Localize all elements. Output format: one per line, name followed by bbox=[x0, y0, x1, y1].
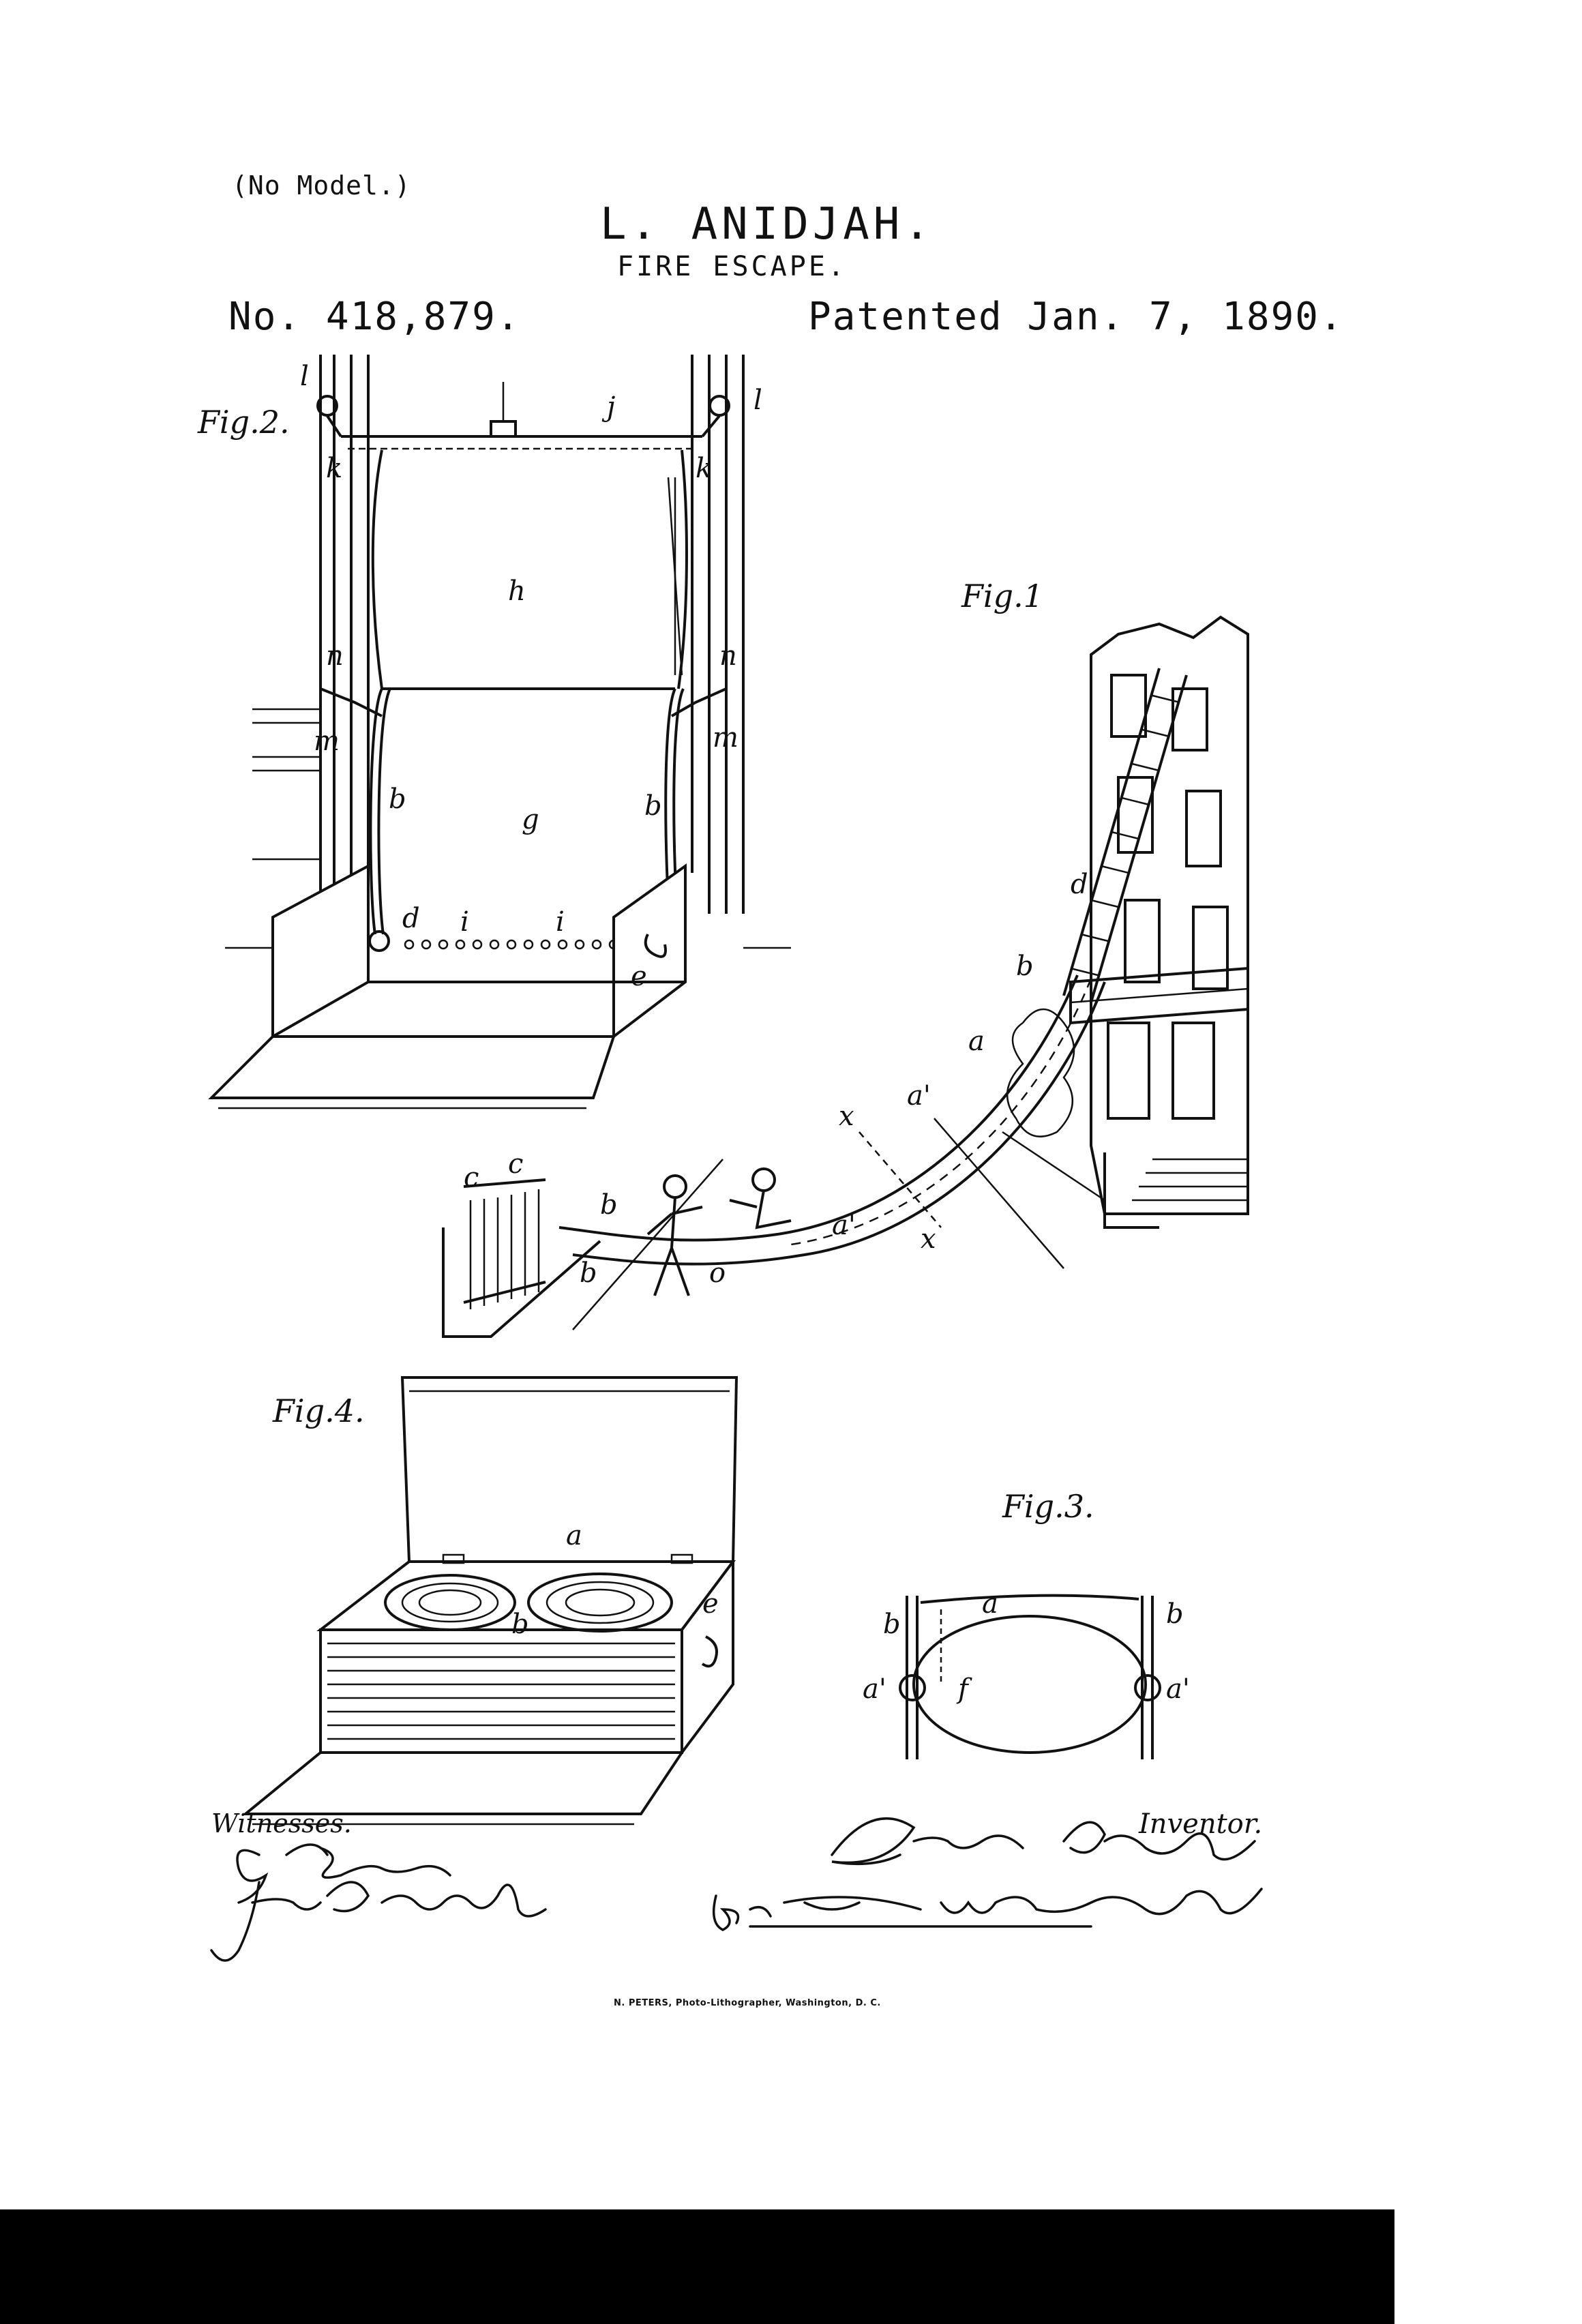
patent-number: No. 418,879. bbox=[228, 295, 521, 339]
printer-line: N. PETERS, Photo-Lithographer, Washingto… bbox=[614, 1998, 881, 2008]
ref-x-2: x bbox=[921, 1223, 936, 1255]
ref-b-left: b bbox=[389, 784, 406, 815]
ref-e-fig4: e bbox=[702, 1588, 719, 1620]
ref-b-fig4: b bbox=[511, 1609, 529, 1640]
fig3-label: Fig.3. bbox=[1002, 1488, 1094, 1525]
ref-o: o bbox=[709, 1257, 726, 1289]
ref-c-2: c bbox=[508, 1148, 523, 1180]
ref-a-prime-fig3-left: a' bbox=[863, 1673, 886, 1705]
ref-k-left: k bbox=[326, 453, 342, 484]
ref-e: e bbox=[631, 961, 647, 992]
figure-3 bbox=[899, 1594, 1161, 1759]
ref-n-right: n bbox=[719, 640, 737, 672]
ref-d: d bbox=[402, 903, 420, 934]
figure-4 bbox=[241, 1376, 738, 1826]
ref-h: h bbox=[508, 576, 526, 607]
ref-g: g bbox=[522, 804, 539, 835]
ref-i-1: i bbox=[460, 906, 469, 938]
patent-title: FIRE ESCAPE. bbox=[617, 251, 847, 282]
ref-j: j bbox=[601, 391, 615, 423]
witness-signature-2 bbox=[210, 1881, 547, 1962]
scan-edge-strip bbox=[1394, 2209, 1582, 2324]
ref-b-fig3-right: b bbox=[1166, 1598, 1184, 1630]
figure-1 bbox=[442, 615, 1249, 1338]
ref-l-right: l bbox=[753, 385, 762, 416]
front-steps bbox=[1132, 1158, 1248, 1202]
ref-a: a bbox=[968, 1026, 985, 1057]
ref-i-2: i bbox=[556, 906, 565, 938]
fig4-label: Fig.4. bbox=[272, 1392, 365, 1429]
inventor-name: L. ANIDJAH. bbox=[600, 199, 934, 250]
ref-a-prime-fig3-right: a' bbox=[1166, 1673, 1190, 1705]
attorney-signature bbox=[712, 1888, 1263, 1931]
ref-k-right: k bbox=[696, 453, 712, 484]
ref-b-3: b bbox=[580, 1257, 597, 1289]
ref-d-prime: d bbox=[1071, 869, 1088, 900]
ref-a-fig4: a bbox=[566, 1520, 582, 1551]
ref-a-prime-2: a' bbox=[832, 1210, 856, 1241]
inventor-label: Inventor. bbox=[1139, 1808, 1263, 1840]
ref-b-right: b bbox=[644, 790, 662, 822]
ref-m-left: m bbox=[314, 726, 340, 757]
ref-b-2: b bbox=[600, 1189, 618, 1221]
ref-c-1: c bbox=[464, 1162, 479, 1193]
ref-m-right: m bbox=[713, 722, 738, 754]
ref-n-left: n bbox=[326, 640, 344, 672]
patent-date: Patented Jan. 7, 1890. bbox=[808, 295, 1344, 339]
ref-b-fig3-left: b bbox=[883, 1609, 901, 1640]
fig2-label: Fig.2. bbox=[197, 404, 290, 441]
fence bbox=[463, 1178, 546, 1309]
ref-l-left: l bbox=[300, 361, 309, 392]
ref-b-1: b bbox=[1016, 951, 1034, 982]
ref-a-prime-1: a' bbox=[907, 1080, 931, 1112]
ref-a-fig3: a bbox=[982, 1588, 998, 1620]
fig1-label: Fig.1 bbox=[961, 578, 1043, 614]
inventor-signature bbox=[831, 1817, 1256, 1866]
figure-2 bbox=[208, 355, 791, 1109]
ref-f: f bbox=[956, 1673, 972, 1705]
folded-chute-layers bbox=[327, 1642, 675, 1740]
no-model-label: (No Model.) bbox=[232, 170, 411, 200]
witness-signature-1 bbox=[236, 1843, 451, 1904]
ref-x-1: x bbox=[839, 1101, 854, 1132]
witnesses-label: Witnesses. bbox=[211, 1808, 352, 1838]
scan-border-bar bbox=[0, 2209, 1394, 2324]
